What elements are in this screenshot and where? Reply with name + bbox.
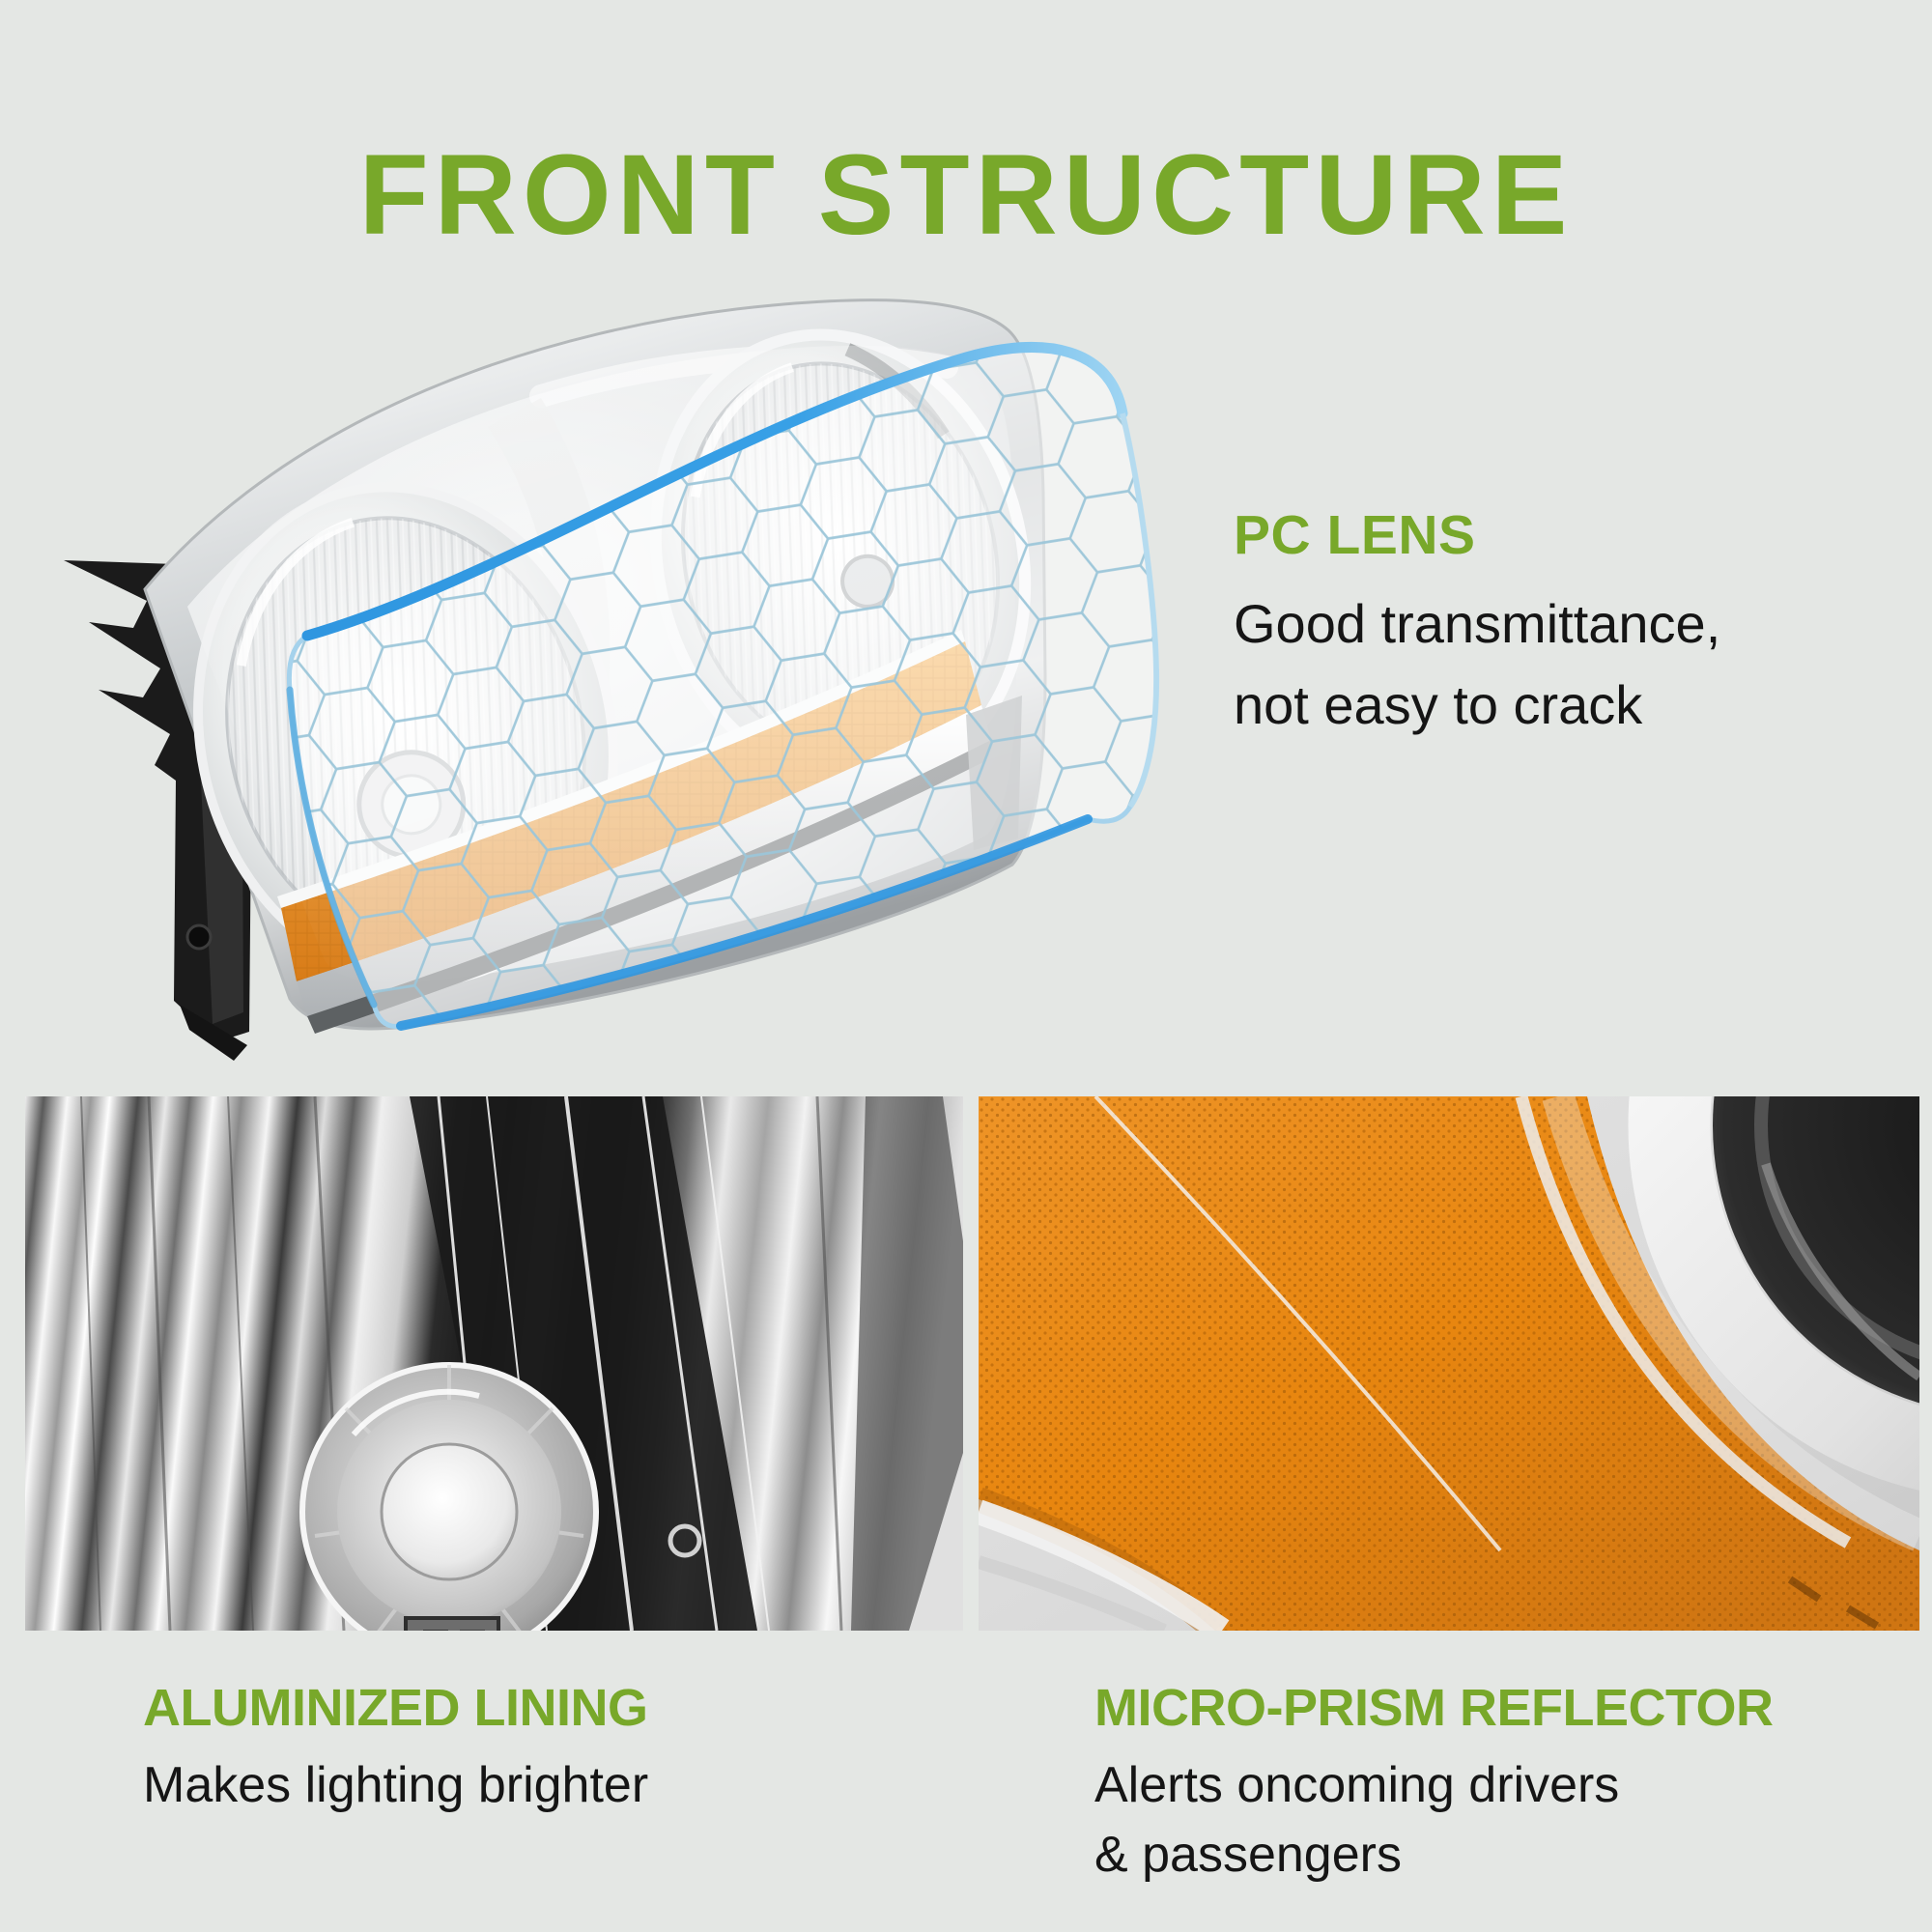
feature-desc-micro-prism-line1: Alerts oncoming drivers <box>1094 1757 1620 1813</box>
micro-prism-reflector-image <box>979 1096 1919 1631</box>
callout-line-1: Good transmittance, <box>1234 592 1721 654</box>
pc-lens-sheet <box>286 342 1160 1031</box>
feature-photo-aluminized-lining <box>25 1096 963 1631</box>
feature-desc-aluminized-line1: Makes lighting brighter <box>143 1757 649 1813</box>
page-title: FRONT STRUCTURE <box>358 131 1574 260</box>
lamp-recess <box>1628 1096 1919 1491</box>
feature-heading-aluminized-lining: ALUMINIZED LINING <box>143 1679 648 1737</box>
feature-photo-micro-prism-reflector <box>979 1096 1919 1631</box>
feature-heading-micro-prism: MICRO-PRISM REFLECTOR <box>1094 1679 1774 1737</box>
callout-heading: PC LENS <box>1234 504 1476 566</box>
aluminized-lining-image <box>25 1096 963 1631</box>
pc-lens-callout: PC LENS Good transmittance, not easy to … <box>1234 504 1852 746</box>
adjuster-hole <box>668 1523 702 1558</box>
headlight-illustration <box>64 298 1160 1061</box>
chrome-trim <box>979 1499 1230 1631</box>
feature-desc-micro-prism-line2: & passengers <box>1094 1827 1402 1883</box>
callout-line-2: not easy to crack <box>1234 673 1643 735</box>
projector-bulb <box>299 1362 599 1631</box>
